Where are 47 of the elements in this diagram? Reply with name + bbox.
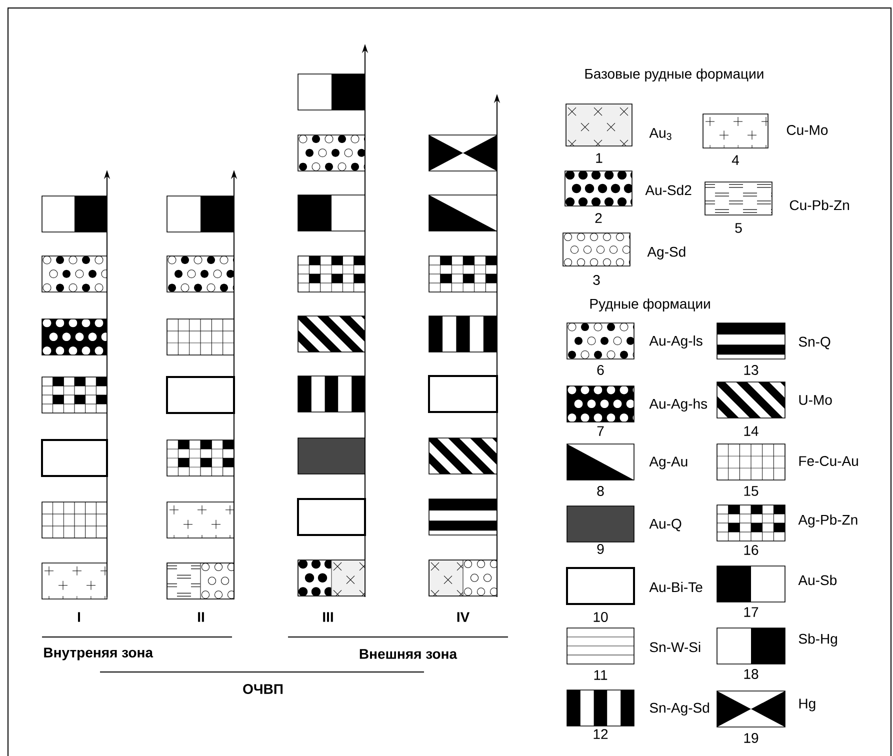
legend-number: 17 (744, 607, 758, 617)
section-heading: Базовые рудные формации (585, 68, 764, 82)
legend-label: Sb-Hg (798, 633, 837, 647)
legend-label: Cu-Mo (786, 125, 828, 135)
legend-label: Au-Ag-hs (649, 398, 708, 412)
legend-label: Cu-Pb-Zn (790, 200, 849, 210)
legend-label: Sn-Q (798, 336, 830, 350)
section-heading: Рудные формации (590, 298, 710, 312)
legend-label: Ag-Au (649, 456, 688, 470)
column-numeral: I (78, 612, 80, 622)
legend-number: 11 (594, 670, 608, 680)
legend-number: 19 (744, 733, 758, 743)
legend-label: Au-Q (649, 518, 682, 532)
legend-label: Au-Bi-Te (649, 582, 702, 592)
legend-number: 12 (594, 729, 608, 739)
legend-number: 14 (744, 426, 758, 436)
legend-label: U-Mo (799, 395, 832, 405)
legend-label: Hg (799, 698, 816, 712)
legend-number: 18 (744, 669, 758, 679)
legend-number: 10 (594, 612, 608, 622)
legend-number: 9 (597, 544, 604, 554)
legend-label: Au-Sd2 (645, 184, 692, 196)
legend-number: 16 (744, 545, 758, 555)
legend-label: Sn-W-Si (650, 642, 700, 652)
legend-label: Ag-Pb-Zn (798, 514, 858, 528)
legend-number: 6 (597, 365, 604, 375)
zone-label: ОЧВП (243, 684, 283, 694)
legend-label: Au$_{3}$ (649, 128, 672, 140)
zone-label: Внешняя зона (360, 649, 458, 659)
legend-number: 15 (744, 486, 758, 496)
legend-label: Ag-Sd (647, 246, 686, 260)
column-numeral: III (323, 612, 333, 622)
column-numeral: IV (457, 612, 470, 622)
legend-number: 8 (597, 486, 604, 496)
zone-label: Внутреняя зона (44, 648, 154, 660)
legend-label: Au-Sb (798, 574, 837, 586)
legend-number: 7 (597, 426, 604, 436)
legend-number: 5 (735, 223, 742, 233)
legend-label: Fe-Cu-Au (799, 456, 858, 466)
column-numeral: II (198, 612, 204, 622)
legend-number: 1 (596, 153, 602, 163)
legend-number: 13 (744, 365, 758, 375)
legend-number: 4 (732, 155, 739, 165)
legend-label: Au-Ag-ls (649, 335, 702, 349)
legend-label: Sn-Ag-Sd (650, 702, 709, 716)
legend-number: 3 (593, 275, 600, 285)
legend-number: 2 (595, 213, 602, 223)
